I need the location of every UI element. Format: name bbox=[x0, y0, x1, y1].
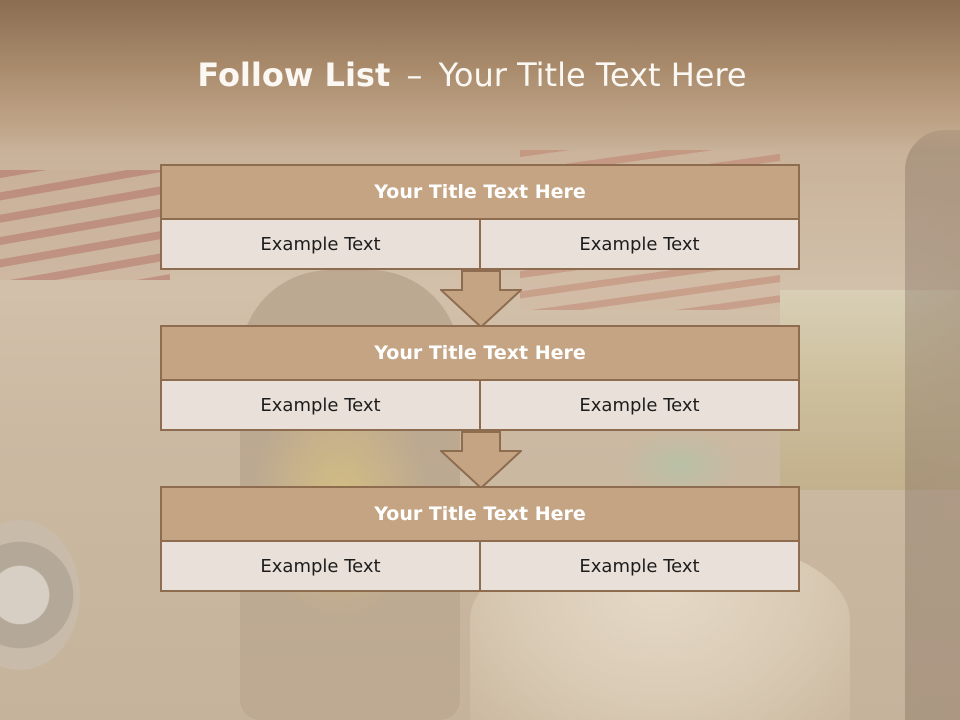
list-block-title: Your Title Text Here bbox=[160, 164, 800, 220]
list-block-cell-left: Example Text bbox=[160, 220, 481, 270]
title-band bbox=[0, 0, 960, 150]
background-machinery-left bbox=[0, 170, 170, 280]
list-block-3: Your Title Text Here Example Text Exampl… bbox=[160, 486, 800, 592]
list-block-2: Your Title Text Here Example Text Exampl… bbox=[160, 325, 800, 431]
list-block-row: Example Text Example Text bbox=[160, 542, 800, 592]
list-block-title: Your Title Text Here bbox=[160, 486, 800, 542]
list-block-title: Your Title Text Here bbox=[160, 325, 800, 381]
list-block-cell-right: Example Text bbox=[481, 542, 800, 592]
list-block-cell-right: Example Text bbox=[481, 381, 800, 431]
list-block-row: Example Text Example Text bbox=[160, 381, 800, 431]
list-block-1: Your Title Text Here Example Text Exampl… bbox=[160, 164, 800, 270]
list-block-row: Example Text Example Text bbox=[160, 220, 800, 270]
list-block-cell-left: Example Text bbox=[160, 381, 481, 431]
slide-title-separator: – bbox=[406, 56, 423, 94]
slide-title-rest: Your Title Text Here bbox=[438, 56, 747, 94]
down-arrow-icon bbox=[440, 270, 522, 328]
down-arrow-icon bbox=[440, 431, 522, 489]
background-tank-edge bbox=[905, 130, 960, 720]
slide-title-bold: Follow List bbox=[197, 56, 391, 94]
slide-title: Follow List – Your Title Text Here bbox=[0, 56, 944, 94]
list-block-cell-right: Example Text bbox=[481, 220, 800, 270]
list-block-cell-left: Example Text bbox=[160, 542, 481, 592]
